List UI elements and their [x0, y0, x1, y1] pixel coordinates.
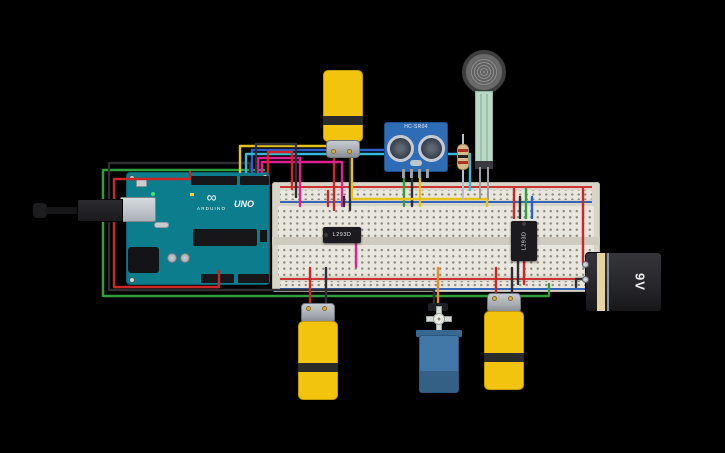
power-jack [128, 247, 159, 273]
battery-label: 9V [632, 273, 648, 291]
chip-label: L293D [521, 231, 527, 251]
uno-model-text: UNO [234, 199, 254, 209]
infinity-logo-icon: ∞ [206, 189, 217, 205]
sensor-pin [418, 169, 421, 178]
servo-horn-hub [433, 313, 445, 325]
fsr-trace [480, 94, 482, 162]
crystal-oscillator [154, 222, 169, 228]
breadboard-bottom-rail-red-line [280, 278, 592, 280]
reset-button [136, 178, 147, 187]
usb-cable-cord [45, 207, 81, 214]
icsp-header [260, 230, 267, 242]
fsr-tail [475, 91, 493, 169]
resistor-band [458, 161, 468, 164]
transducer-left [387, 135, 414, 162]
arduino-logo: ∞ ARDUINO [197, 189, 227, 214]
motor-terminal [347, 149, 352, 154]
servo-motor[interactable] [416, 303, 462, 395]
sensor-pin [402, 169, 405, 178]
resistor-band [458, 155, 468, 158]
pin13-led [190, 193, 194, 196]
motor-body [323, 70, 363, 142]
power-header [201, 274, 234, 283]
resistor[interactable] [456, 134, 472, 204]
analog-header [238, 274, 269, 283]
battery-9v[interactable]: 9V [582, 252, 662, 312]
usb-plug [77, 199, 123, 222]
motor-body [484, 311, 524, 390]
dc-motor-top[interactable] [323, 70, 363, 158]
motor-terminal [331, 149, 336, 154]
breadboard-top-rail-red-line [280, 186, 592, 188]
l293d-chip-left[interactable]: L293D [323, 227, 361, 243]
motor-terminal [492, 296, 497, 301]
fsr-pin [479, 167, 481, 199]
mount-hole [129, 175, 135, 181]
resistor-band [458, 149, 468, 152]
transducer-right [418, 135, 445, 162]
motor-strap [484, 353, 524, 362]
usb-port [120, 197, 156, 222]
digital-header-1 [191, 176, 237, 185]
usb-cable[interactable] [33, 196, 125, 226]
breadboard-top-rail-blue-line [280, 201, 592, 203]
motor-terminal [322, 306, 327, 311]
battery-terminal [582, 276, 589, 283]
fsr-face-pattern [470, 58, 498, 86]
chip-notch [522, 222, 526, 226]
atmega-chip [193, 229, 257, 246]
servo-body-lower [420, 371, 458, 392]
dc-motor-bottom-left[interactable] [298, 303, 338, 400]
fsr-pin [487, 167, 489, 199]
battery-band [597, 253, 605, 311]
sensor-crystal [410, 160, 422, 166]
mount-hole [129, 277, 135, 283]
battery-cap-line [607, 253, 609, 311]
breadboard-bottom-rail-blue-line [280, 288, 592, 290]
breadboard[interactable] [272, 182, 600, 292]
breadboard-top-rail-holes [280, 190, 592, 200]
l293d-chip-right[interactable]: L293D [511, 221, 537, 261]
motor-strap [298, 363, 338, 372]
motor-terminal [508, 296, 513, 301]
battery-terminal [582, 261, 589, 268]
ultrasonic-label: HC-SR04 [404, 124, 428, 130]
motor-body [298, 321, 338, 400]
motor-strap [323, 116, 363, 125]
force-sensor[interactable] [458, 48, 518, 203]
sensor-pin [410, 169, 413, 178]
power-led [151, 192, 155, 196]
chip-label: L293D [332, 232, 352, 238]
capacitor [167, 253, 177, 263]
ultrasonic-sensor[interactable]: HC-SR04 [384, 122, 448, 180]
arduino-uno-board[interactable]: ∞ ARDUINO UNO [120, 172, 270, 285]
sensor-pin [426, 169, 429, 178]
breadboard-grid-bottom [278, 245, 594, 276]
usb-cable-end [33, 203, 47, 218]
arduino-logo-text: ARDUINO [197, 206, 227, 211]
resistor-body [457, 144, 469, 170]
dc-motor-bottom-right[interactable] [484, 293, 524, 390]
chip-notch [324, 233, 328, 237]
fsr-tail-tip [475, 161, 493, 169]
servo-flange [416, 330, 462, 337]
motor-terminal [306, 306, 311, 311]
breadboard-center-channel [272, 237, 600, 245]
fsr-trace [486, 94, 488, 162]
capacitor [180, 253, 190, 263]
digital-header-2 [240, 176, 269, 185]
